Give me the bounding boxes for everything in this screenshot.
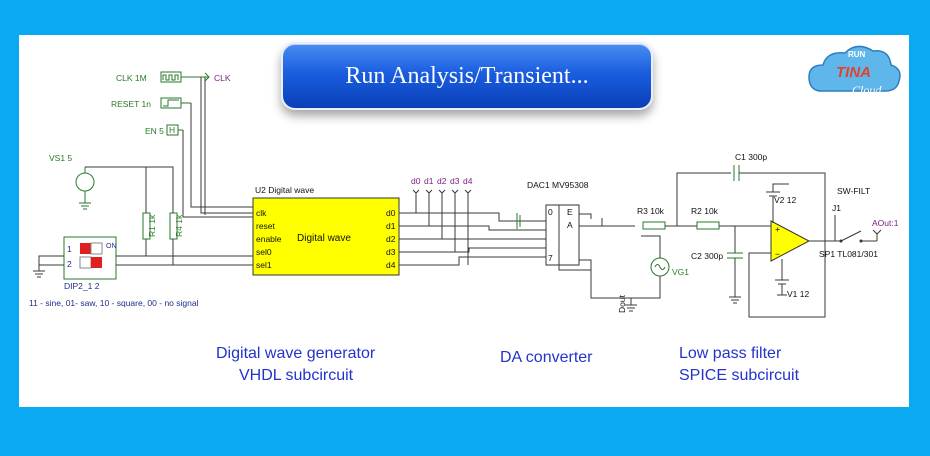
u2-body-label: Digital wave: [297, 233, 351, 244]
svg-text:H: H: [169, 125, 175, 135]
r3-label: R3 10k: [637, 206, 665, 216]
u2-pin-sel0: sel0: [256, 247, 272, 257]
clk-connector-icon: [204, 72, 210, 82]
v1-label: V1 12: [787, 289, 809, 299]
dac1-block[interactable]: DAC1 MV95308 0 7 E A Dout: [527, 180, 627, 313]
enable-source-label: EN 5: [145, 126, 164, 136]
bus-label-d2: d2: [437, 176, 447, 186]
reset-source-label: RESET 1n: [111, 99, 151, 109]
caption-lpf-line2: SPICE subcircuit: [679, 367, 800, 384]
battery-v1: V1 12: [775, 259, 809, 299]
dac-pin-e: E: [567, 207, 573, 217]
logo-tina: TINA: [836, 64, 871, 81]
dac-pin-a: A: [567, 220, 573, 230]
bus-label-d3: d3: [450, 176, 460, 186]
bus-labels: d0 d1 d2 d3 d4: [411, 176, 473, 265]
enable-source: EN 5 H: [145, 124, 183, 136]
vg1-source: VG1: [650, 257, 689, 277]
logo-run: RUN: [848, 50, 866, 59]
caption-dac: DA converter: [500, 349, 593, 366]
vs1-label: VS1 5: [49, 153, 72, 163]
clk-source: CLK 1M CLK: [116, 71, 231, 83]
aout-label: AOut:1: [872, 218, 899, 228]
resistor-r4: R4 1k: [169, 212, 184, 240]
logo-cloud: Cloud: [852, 83, 882, 97]
opamp-sp1[interactable]: + − SP1 TL081/301: [770, 220, 878, 262]
output-aout: AOut:1: [872, 218, 899, 235]
opamp-label: SP1 TL081/301: [819, 249, 878, 259]
c2-label: C2 300p: [691, 251, 723, 261]
dip-switch: 1 2 ON DIP2_1 2: [63, 236, 117, 291]
sw-label: SW-FILT: [837, 186, 870, 196]
u2-pin-d3: d3: [386, 247, 396, 257]
bus-label-d0: d0: [411, 176, 421, 186]
dac-pin7: 7: [548, 253, 553, 263]
caption-generator-line2: VHDL subcircuit: [239, 367, 354, 384]
capacitor-c1: C1 300p: [733, 152, 767, 181]
dac-dout-label: Dout: [617, 294, 627, 313]
dip-on-label: ON: [106, 243, 117, 250]
ground-icon: [33, 270, 45, 278]
resistor-r1: R1 1k: [142, 212, 157, 240]
r4-label: R4 1k: [174, 214, 184, 237]
r1-label: R1 1k: [147, 214, 157, 237]
j1-label: J1: [832, 203, 841, 213]
dip-label: DIP2_1 2: [64, 281, 100, 291]
caption-generator-line1: Digital wave generator: [216, 345, 376, 362]
u2-pin-d4: d4: [386, 260, 396, 270]
u2-pin-d1: d1: [386, 221, 396, 231]
resistor-r3: R3 10k: [637, 206, 666, 230]
tina-cloud-logo: RUN TINA Cloud: [808, 45, 901, 97]
dip-pin2: 2: [67, 259, 72, 269]
svg-text:−: −: [775, 249, 780, 259]
schematic: CLK 1M CLK RESET 1n EN 5 H VS1 5 R1 1k: [29, 45, 901, 384]
vg1-label: VG1: [672, 267, 689, 277]
u2-pin-d0: d0: [386, 208, 396, 218]
u2-pin-d2: d2: [386, 234, 396, 244]
c1-label: C1 300p: [735, 152, 767, 162]
dip-pin1: 1: [67, 244, 72, 254]
u2-title: U2 Digital wave: [255, 185, 314, 195]
bus-label-d4: d4: [463, 176, 473, 186]
clk-net-label: CLK: [214, 73, 231, 83]
switch-sw-filt[interactable]: SW-FILT J1: [829, 186, 878, 243]
vs1-source: VS1 5: [49, 153, 95, 210]
u2-pin-reset: reset: [256, 221, 276, 231]
svg-text:+: +: [775, 224, 780, 234]
clk-source-label: CLK 1M: [116, 73, 147, 83]
u2-digital-wave-block[interactable]: U2 Digital wave Digital wave clk reset e…: [252, 185, 400, 276]
ground-icon: [625, 304, 637, 312]
reset-source: RESET 1n: [111, 97, 191, 109]
dac-pin0: 0: [548, 207, 553, 217]
run-analysis-transient-button[interactable]: Run Analysis/Transient...: [281, 42, 653, 110]
ground-icon: [729, 296, 741, 304]
mode-note: 11 - sine, 01- saw, 10 - square, 00 - no…: [29, 298, 199, 308]
dac-title: DAC1 MV95308: [527, 180, 589, 190]
caption-lpf-line1: Low pass filter: [679, 345, 782, 362]
u2-pin-clk: clk: [256, 208, 267, 218]
u2-pin-sel1: sel1: [256, 260, 272, 270]
r2-label: R2 10k: [691, 206, 719, 216]
v2-label: V2 12: [774, 195, 796, 205]
battery-v2: V2 12: [766, 183, 796, 223]
bus-label-d1: d1: [424, 176, 434, 186]
u2-pin-enable: enable: [256, 234, 282, 244]
